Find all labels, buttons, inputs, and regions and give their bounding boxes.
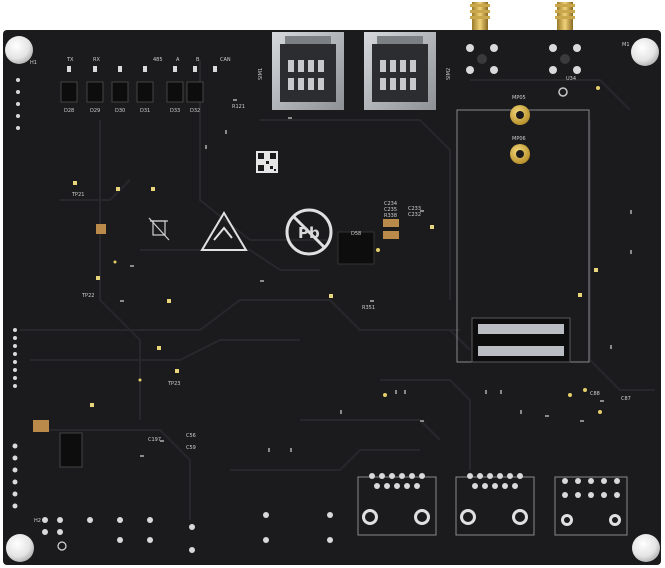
sim-left-label: SIM1 <box>258 68 264 80</box>
standoff-top-left <box>5 36 33 64</box>
silk-c234: C234 <box>384 201 397 207</box>
mpcie-edge-connector <box>471 317 571 363</box>
diode-label-d29: D29 <box>90 108 100 114</box>
led-label-b: B <box>196 57 200 63</box>
sim-right-label: SIM2 <box>446 68 452 80</box>
silk-c56: C56 <box>186 433 196 439</box>
diode-label-d28: D28 <box>64 108 74 114</box>
mp05-label: MP05 <box>512 95 526 101</box>
gold-smd-pads <box>113 86 602 414</box>
silk-r121: R121 <box>232 104 245 110</box>
silk-m1: M1 <box>622 42 630 48</box>
smd-components <box>120 99 632 457</box>
diode-label-d32: D32 <box>190 108 200 114</box>
sim-slot-left <box>272 32 344 110</box>
led-label-can: CAN <box>220 57 231 63</box>
pb-text: Pb <box>298 224 320 242</box>
silk-r351: R351 <box>362 305 375 311</box>
silk-c88: C88 <box>590 391 600 397</box>
led-label-rx: RX <box>93 57 100 63</box>
led-pads <box>67 66 217 72</box>
connector-footprint-2 <box>455 473 535 536</box>
led-label-tx: TX <box>66 57 74 63</box>
diode-label-d30: D30 <box>115 108 125 114</box>
silk-c197: C197 <box>148 437 161 443</box>
sma-connector-right <box>555 2 575 32</box>
chip-ref: D58 <box>351 231 361 237</box>
silk-c87: C87 <box>621 396 631 402</box>
diode-row <box>60 81 204 103</box>
silk-c59: C59 <box>186 445 196 451</box>
diode-label-d31: D31 <box>140 108 150 114</box>
standoff-bottom-right <box>632 534 660 562</box>
led-label-a: A <box>176 57 180 63</box>
test-points <box>73 181 598 407</box>
sim-slot-right <box>364 32 436 110</box>
lead-free-icon: Pb <box>285 208 333 256</box>
tp23-label: TP23 <box>167 381 180 387</box>
sma-connector-left <box>470 2 490 32</box>
silk-h2: H2 <box>34 518 41 524</box>
connector-footprint-1 <box>357 473 437 536</box>
esd-warning-icon <box>200 211 248 251</box>
inductor-bottom-left <box>59 432 83 468</box>
standoff-top-right <box>631 38 659 66</box>
connector-footprint-3 <box>554 476 628 536</box>
tp22-label: TP22 <box>81 293 94 299</box>
sma-pads <box>466 44 581 74</box>
qr-code <box>256 151 278 173</box>
silk-c235: C235 <box>384 207 397 213</box>
silk-c232: C232 <box>408 212 421 218</box>
tp21-label: TP21 <box>71 192 84 198</box>
central-chip <box>337 231 375 265</box>
recycle-bin-icon <box>148 217 170 241</box>
left-header-holes <box>12 78 20 509</box>
led-label-485: 485 <box>153 57 163 63</box>
bottom-left-holes <box>42 512 333 553</box>
silk-u34: U34 <box>566 76 576 82</box>
tantalum-caps <box>33 219 399 432</box>
silk-h1: H1 <box>30 60 37 66</box>
mp06-label: MP06 <box>512 136 526 142</box>
standoff-bottom-left <box>6 534 34 562</box>
silk-c233: C233 <box>408 206 421 212</box>
diode-label-d33: D33 <box>170 108 180 114</box>
silk-r338: R338 <box>384 213 397 219</box>
